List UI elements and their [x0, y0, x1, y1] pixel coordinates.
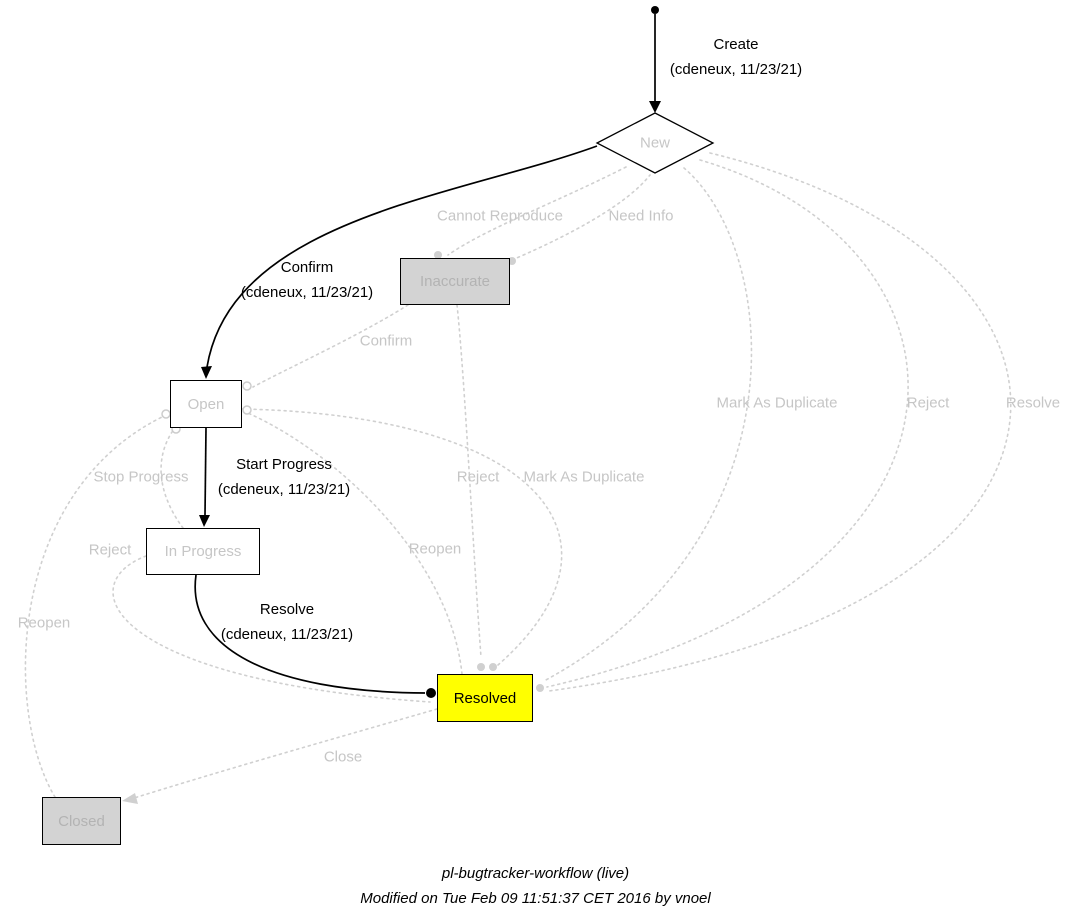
edge-label-need-info: Need Info [608, 207, 674, 225]
node-open: Open [170, 380, 242, 428]
edge-label-start-progress-annotation: (cdeneux, 11/23/21) [217, 481, 351, 498]
node-new-shape [595, 112, 715, 174]
edge-reject-left-path [112, 555, 431, 703]
edge-label-stop-progress: Stop Progress [93, 468, 189, 486]
edge-reject-mid-path [456, 304, 482, 658]
edge-label-resolve-title: Resolve [259, 601, 315, 618]
node-closed: Closed [42, 797, 121, 845]
node-inaccurate-label: Inaccurate [419, 273, 491, 290]
active-edge-markers [199, 6, 661, 698]
node-inaccurate: Inaccurate [400, 258, 510, 305]
edge-label-start-progress-title: Start Progress [236, 456, 332, 473]
workflow-modified-note: Modified on Tue Feb 09 11:51:37 CET 2016… [360, 890, 711, 907]
edge-endpoint-dot [489, 663, 497, 671]
edge-endpoint-dot [434, 251, 442, 259]
confirm-arrowhead [201, 366, 212, 379]
edge-resolve-right-path [548, 152, 1012, 692]
resolve-endpoint-dot [426, 688, 436, 698]
edge-label-create-title: Create [713, 36, 759, 53]
edge-endpoint-dot [536, 684, 544, 692]
edge-label-cannot-reproduce: Cannot Reproduce [437, 207, 563, 225]
edge-confirm-inaccurate-open-path [252, 304, 409, 388]
edge-label-create-annotation: (cdeneux, 11/23/21) [669, 61, 803, 78]
edge-label-resolve-right: Resolve [1005, 394, 1061, 412]
edge-label-create: Create (cdeneux, 11/23/21) [670, 32, 802, 82]
node-resolved: Resolved [437, 674, 533, 722]
edge-resolve-path [194, 574, 426, 694]
active-edges-group [194, 14, 656, 694]
edge-label-confirm-title: Confirm [280, 259, 334, 276]
edge-label-mark-as-duplicate-right: Mark As Duplicate [716, 394, 838, 412]
node-new-label: New [639, 134, 671, 152]
edge-label-reopen-left: Reopen [17, 614, 71, 632]
edge-endpoint-circle [242, 405, 252, 415]
edge-start-progress-path [204, 427, 207, 516]
node-in-progress-label: In Progress [164, 543, 242, 560]
edge-reject-right-path [546, 159, 909, 688]
edge-label-mark-as-duplicate-mid: Mark As Duplicate [523, 468, 645, 486]
edge-endpoint-circle [161, 409, 171, 419]
edge-close-path [130, 708, 438, 800]
node-in-progress: In Progress [146, 528, 260, 575]
create-arrowhead [649, 101, 661, 113]
edge-confirm-path [206, 145, 598, 368]
edge-label-confirm: Confirm (cdeneux, 11/23/21) [241, 255, 373, 305]
edge-label-reopen-mid: Reopen [408, 540, 462, 558]
close-arrowhead [122, 793, 138, 804]
edge-label-resolve: Resolve (cdeneux, 11/23/21) [221, 597, 353, 647]
edge-label-confirm-inactive: Confirm [359, 332, 413, 350]
edge-label-close: Close [323, 748, 363, 766]
edge-endpoint-dot [477, 663, 485, 671]
edge-mark-as-duplicate-mid-path [241, 408, 563, 666]
edge-label-reject-left: Reject [88, 541, 132, 559]
edge-label-reject-right: Reject [906, 394, 950, 412]
edge-reopen-left-path [24, 416, 163, 798]
workflow-title: pl-bugtracker-workflow (live) [441, 865, 630, 882]
edge-label-start-progress: Start Progress (cdeneux, 11/23/21) [218, 452, 350, 502]
edge-endpoint-circle [242, 381, 252, 391]
edge-label-reject-mid: Reject [456, 468, 500, 486]
start-dot [651, 6, 659, 14]
edge-label-resolve-annotation: (cdeneux, 11/23/21) [220, 626, 354, 643]
inactive-edge-markers [122, 251, 544, 804]
node-open-label: Open [187, 395, 225, 413]
inactive-edges-group [24, 152, 1012, 800]
node-resolved-label: Resolved [453, 689, 517, 707]
edge-mark-as-duplicate-right-path [543, 167, 753, 682]
edge-cannot-reproduce-path [447, 166, 627, 256]
start-progress-arrowhead [199, 515, 210, 527]
edge-reopen-mid-path [249, 413, 463, 675]
edge-need-info-path [511, 174, 651, 261]
edge-label-confirm-annotation: (cdeneux, 11/23/21) [240, 284, 374, 301]
edge-endpoint-dot [508, 257, 516, 265]
edge-stop-progress-path [160, 431, 184, 529]
node-closed-label: Closed [58, 812, 105, 830]
